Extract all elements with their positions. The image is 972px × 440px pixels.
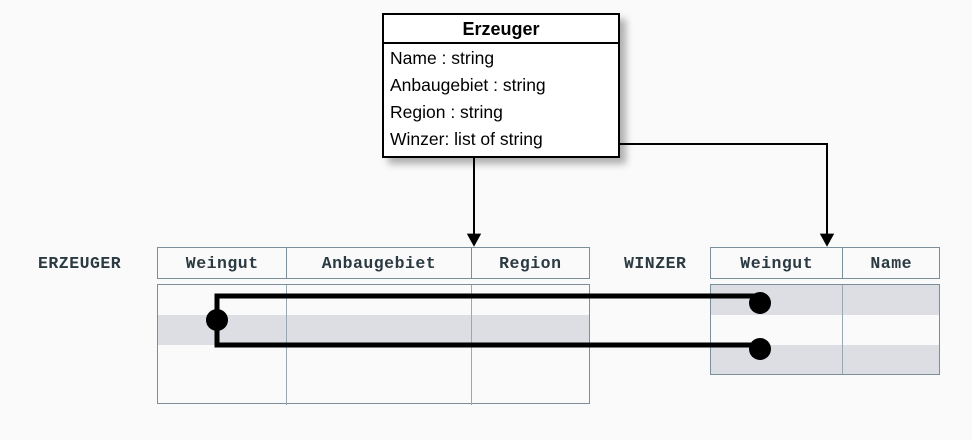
table-cell [158,375,287,405]
uml-attribute: Anbaugebiet : string [390,75,546,95]
uml-attribute: Winzer: list of string [390,129,543,149]
table-body-winzer [710,284,940,375]
table-row[interactable] [158,375,589,405]
uml-class-box-erzeuger: Erzeuger Name : string Anbaugebiet : str… [382,13,620,158]
column-header-name: Name [870,253,913,273]
table-cell [287,315,472,345]
table-cell [158,345,287,375]
table-winzer: Weingut Name [710,247,940,375]
table-label-erzeuger: ERZEUGER [38,254,122,273]
table-cell [158,315,287,345]
fk-endpoint-dot-winzer-row3 [749,338,771,360]
table-cell [287,345,472,375]
table-cell [287,375,472,405]
table-cell [711,345,843,374]
table-header-row-erzeuger: Weingut Anbaugebiet Region [157,247,590,279]
table-row[interactable] [711,285,939,315]
table-row[interactable] [711,345,939,374]
uml-class-name: Erzeuger [384,15,618,44]
table-cell [711,315,843,345]
table-cell [711,285,843,315]
table-label-winzer: WINZER [624,254,687,273]
table-header-row-winzer: Weingut Name [710,247,940,279]
table-row[interactable] [158,315,589,345]
column-header-anbaugebiet: Anbaugebiet [287,248,472,278]
table-row[interactable] [158,285,589,315]
uml-attribute-list: Name : string Anbaugebiet : string Regio… [384,44,618,153]
table-row[interactable] [711,315,939,345]
table-cell [158,285,287,315]
arrow-winzer [605,143,835,247]
uml-attribute: Name : string [390,48,495,68]
column-header-weingut: Weingut [711,248,844,278]
column-header-weingut: Weingut [158,248,288,278]
fk-link-line-lower [214,320,763,349]
fk-endpoint-dot-erzeuger [206,309,228,331]
table-row[interactable] [158,345,589,375]
table-cell [287,285,472,315]
fk-link-line-upper [214,293,763,320]
uml-attribute: Region : string [390,102,503,122]
column-header-region: Region [499,253,562,273]
fk-endpoint-dot-winzer-row1 [749,292,771,314]
